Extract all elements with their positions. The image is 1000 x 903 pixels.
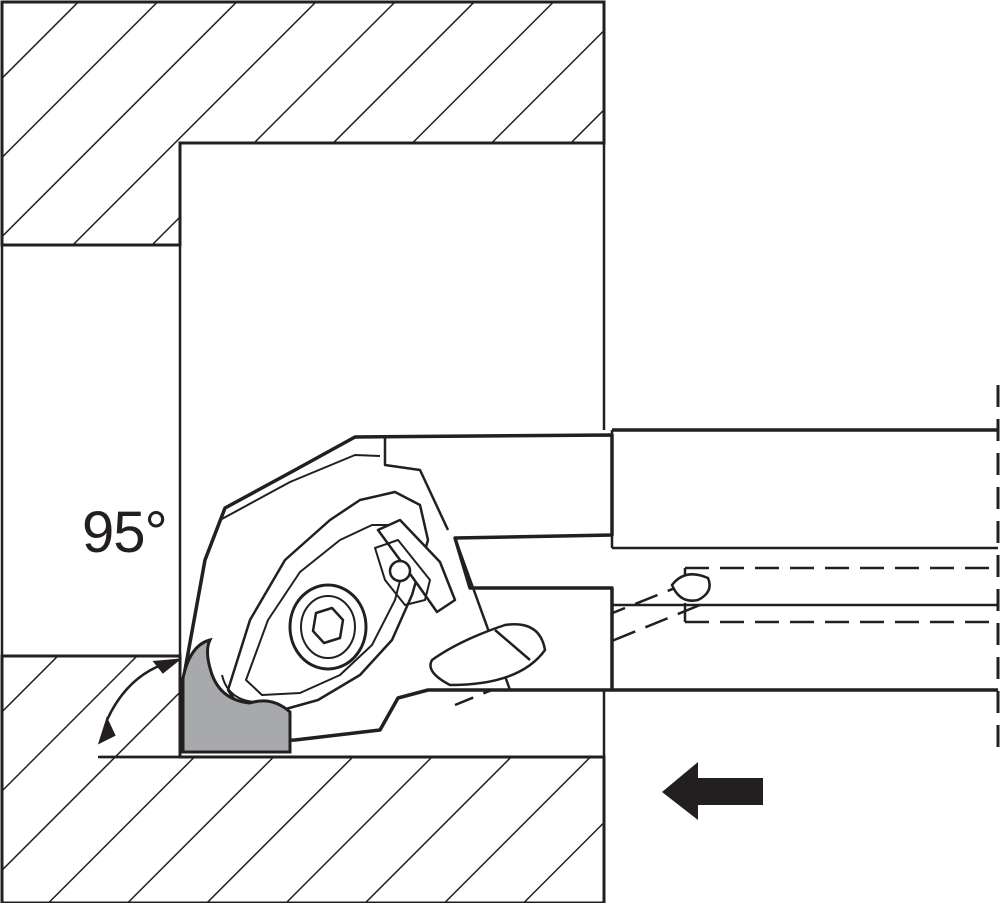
cutting-insert [181, 637, 292, 754]
workpiece-upper-section [0, 0, 606, 247]
angle-label: 95° [82, 500, 168, 565]
hex-socket-screw-icon [288, 583, 368, 671]
coolant-spray [429, 623, 547, 687]
coolant-nozzle-tip [670, 573, 711, 602]
arrow-left-icon [662, 762, 763, 820]
curved-double-arrow-icon [97, 658, 183, 759]
